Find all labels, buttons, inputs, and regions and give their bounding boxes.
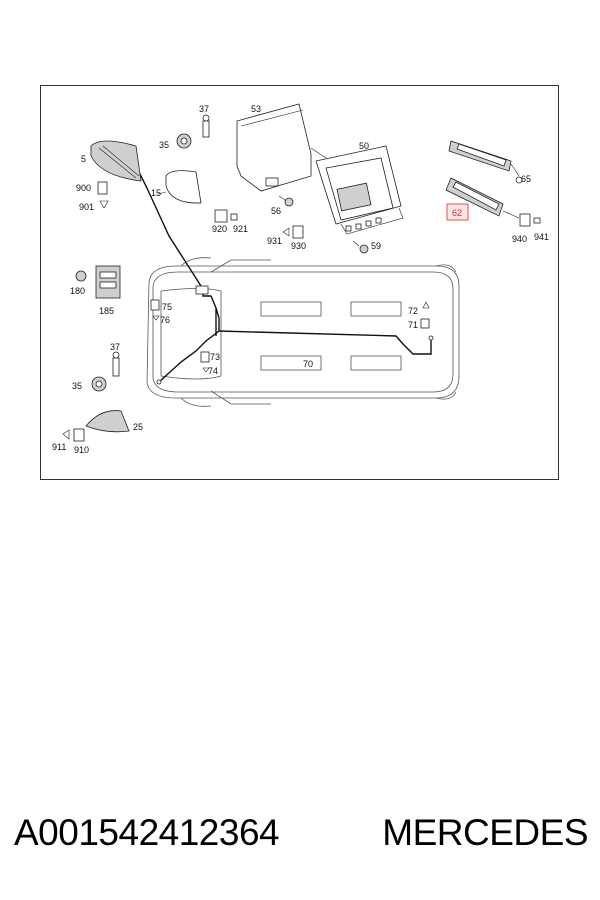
callout-label: 921 (233, 224, 248, 234)
part-info-footer: A001542412364 MERCEDES (14, 808, 588, 858)
callout-labels: 37 53 35 5 50 65 15 900 901 56 62 920 92… (52, 104, 549, 455)
parts-diagram-svg: 37 53 35 5 50 65 15 900 901 56 62 920 92… (52, 103, 549, 455)
part-73 (200, 351, 210, 373)
part-940 (519, 213, 541, 227)
callout-label: 940 (512, 234, 527, 244)
screw-56 (278, 195, 294, 207)
callout-label: 901 (79, 202, 94, 212)
part-53 (236, 103, 312, 192)
part-930 (282, 225, 304, 239)
parts-diagram: 37 53 35 5 50 65 15 900 901 56 62 920 92… (40, 85, 559, 480)
callout-label: 900 (76, 183, 91, 193)
part-75 (150, 299, 160, 321)
wiring-harness (130, 155, 434, 385)
part-910 (62, 428, 85, 442)
bolt-37-top (176, 114, 210, 149)
callout-label: 65 (521, 174, 531, 184)
callout-label: 70 (303, 359, 313, 369)
callout-label: 25 (133, 422, 143, 432)
callout-label: 71 (408, 320, 418, 330)
part-920 (214, 209, 238, 223)
callout-label: 75 (162, 302, 172, 312)
part-15 (165, 170, 202, 204)
callout-62-highlight: 62 (446, 203, 469, 221)
callout-label: 53 (251, 104, 261, 114)
callout-62-label: 62 (452, 208, 462, 218)
part-72 (420, 301, 430, 329)
callout-label: 185 (99, 306, 114, 316)
leader-lines (157, 147, 520, 247)
callout-label: 37 (110, 342, 120, 352)
callout-label: 931 (267, 236, 282, 246)
callout-label: 35 (72, 381, 82, 391)
callout-label: 930 (291, 241, 306, 251)
part-900 (97, 181, 109, 209)
screw-59 (359, 244, 369, 254)
callout-label: 50 (359, 141, 369, 151)
part-number: A001542412364 (14, 812, 280, 853)
callout-label: 911 (52, 442, 66, 452)
callout-label: 74 (208, 366, 218, 376)
part-180 (75, 270, 87, 282)
callout-label: 76 (160, 315, 170, 325)
callout-label: 920 (212, 224, 227, 234)
part-62 (445, 177, 504, 217)
callout-label: 910 (74, 445, 89, 455)
callout-label: 35 (159, 140, 169, 150)
callout-label: 59 (371, 241, 381, 251)
callout-label: 180 (70, 286, 85, 296)
part-25 (85, 410, 130, 433)
bolt-37-lower (91, 351, 120, 392)
brand-name: MERCEDES (382, 812, 588, 853)
callout-label: 15 (151, 188, 161, 198)
callout-label: 73 (210, 352, 220, 362)
callout-label: 37 (199, 104, 209, 114)
callout-label: 5 (81, 154, 86, 164)
part-50 (315, 145, 404, 235)
part-65 (448, 140, 523, 184)
callout-label: 56 (271, 206, 281, 216)
part-185 (95, 265, 121, 299)
callout-label: 941 (534, 232, 549, 242)
vehicle-outline (146, 257, 460, 407)
part-5 (90, 140, 142, 182)
callout-label: 72 (408, 306, 418, 316)
